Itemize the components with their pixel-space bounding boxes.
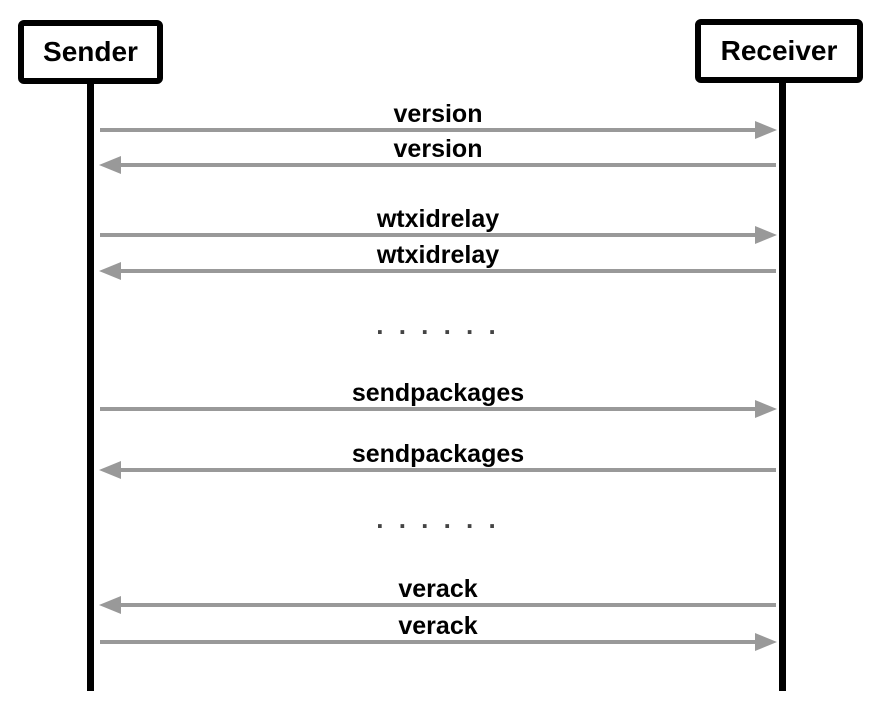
arrow-line xyxy=(118,269,776,273)
message-verack-receiver-to-sender: verack xyxy=(99,573,776,614)
message-label: sendpackages xyxy=(351,440,525,468)
arrow-line xyxy=(100,233,758,237)
actor-label-receiver: Receiver xyxy=(720,35,838,66)
arrow-line xyxy=(118,468,776,472)
arrowhead-right-icon xyxy=(755,633,777,651)
message-version-receiver-to-sender: version xyxy=(99,133,776,174)
actor-box-sender: Sender xyxy=(18,20,163,84)
ellipsis-separator: . . . . . . xyxy=(376,310,500,340)
ellipsis-separator: . . . . . . xyxy=(376,504,500,534)
message-verack-sender-to-receiver: verack xyxy=(100,610,777,651)
arrowhead-right-icon xyxy=(755,226,777,244)
message-label: verack xyxy=(398,612,478,640)
arrowhead-left-icon xyxy=(99,461,121,479)
arrowhead-left-icon xyxy=(99,156,121,174)
message-sendpackages-sender-to-receiver: sendpackages xyxy=(100,377,777,418)
message-wtxidrelay-receiver-to-sender: wtxidrelay xyxy=(99,239,776,280)
message-label: sendpackages xyxy=(351,379,525,407)
arrow-line xyxy=(100,128,758,132)
message-label: version xyxy=(393,100,483,128)
actor-box-receiver: Receiver xyxy=(695,19,863,83)
arrowhead-right-icon xyxy=(755,121,777,139)
lifeline-receiver xyxy=(779,82,786,691)
message-sendpackages-receiver-to-sender: sendpackages xyxy=(99,438,776,479)
arrow-line xyxy=(100,407,758,411)
message-version-sender-to-receiver: version xyxy=(100,98,777,139)
arrow-line xyxy=(118,163,776,167)
arrowhead-right-icon xyxy=(755,400,777,418)
arrow-line xyxy=(118,603,776,607)
message-label: wtxidrelay xyxy=(376,241,500,269)
message-label: wtxidrelay xyxy=(376,205,500,233)
message-label: verack xyxy=(398,575,478,603)
arrow-line xyxy=(100,640,758,644)
message-label: version xyxy=(393,135,483,163)
arrowhead-left-icon xyxy=(99,262,121,280)
lifeline-sender xyxy=(87,82,94,691)
actor-label-sender: Sender xyxy=(43,36,138,67)
arrowhead-left-icon xyxy=(99,596,121,614)
message-wtxidrelay-sender-to-receiver: wtxidrelay xyxy=(100,203,777,244)
